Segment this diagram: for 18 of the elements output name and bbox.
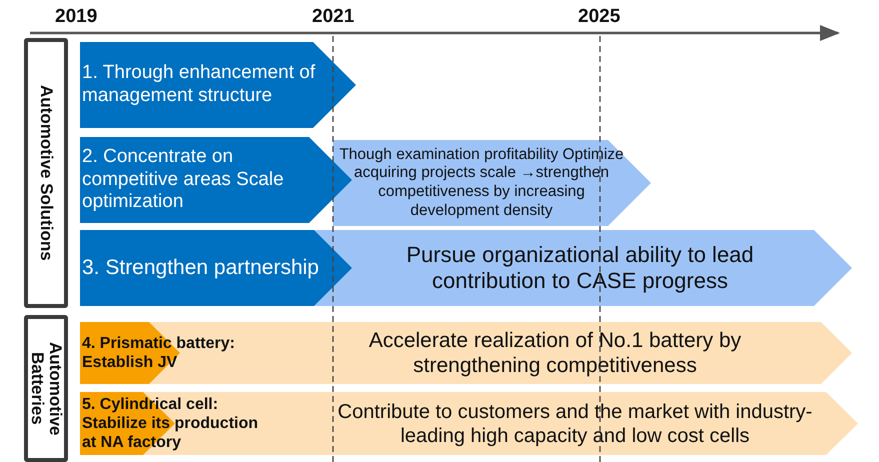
step-text: 3. Strengthen partnership	[82, 255, 320, 282]
chevron-band	[333, 140, 651, 226]
chevron-band	[80, 322, 852, 384]
plan-text: Pursue organizational ability to lead contribution to CASE progress	[405, 240, 755, 295]
year-label: 2019	[55, 6, 98, 28]
year-label: 2025	[578, 6, 620, 28]
plan-text: Accelerate realization of No.1 battery by strengthening competitiveness	[368, 328, 742, 379]
step-text: 1. Through enhancement of management structure	[82, 61, 316, 108]
chevron-band	[80, 230, 352, 306]
plan-text: Though examination profitability Optimize acquiring projects scale →strengthen competitiveness by increasing development density	[339, 144, 624, 221]
category-box	[24, 38, 68, 308]
category-box	[24, 315, 68, 462]
step-text: 2. Concentrate on competitive areas Scale optimization	[82, 144, 285, 214]
category-label: Automotive Batteries	[28, 340, 64, 438]
plan-text: Contribute to customers and the market with industry-leading high capacity and low cost cells	[336, 400, 814, 448]
category-label: Automotive Solutions	[37, 85, 55, 261]
year-label: 2021	[312, 6, 354, 28]
chevron-band	[80, 42, 356, 128]
